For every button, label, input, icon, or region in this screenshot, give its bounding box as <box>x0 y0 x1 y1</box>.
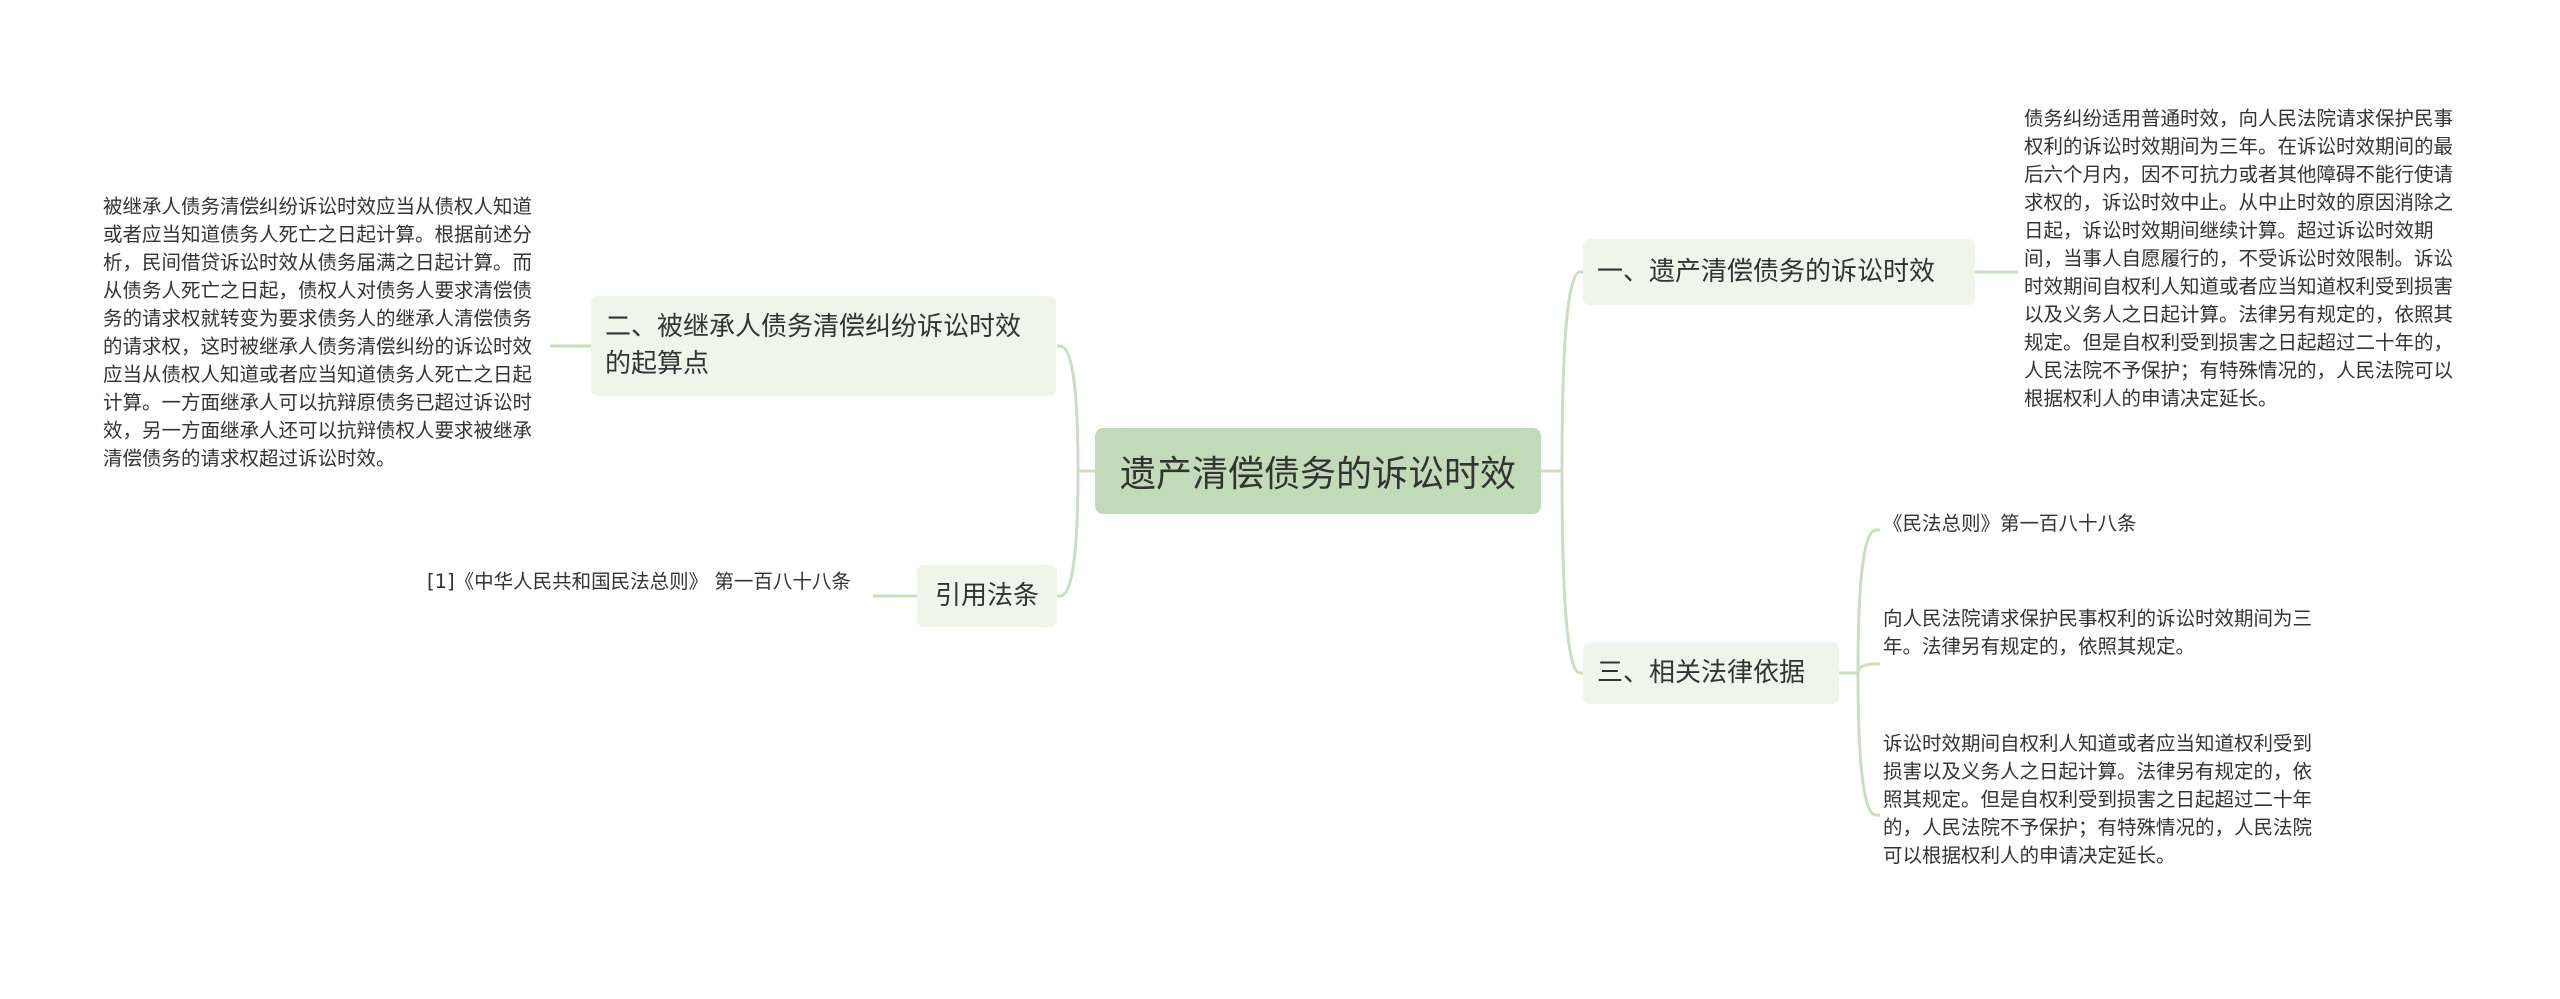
link-root-left-2 <box>1057 469 1095 598</box>
branch-left-2[interactable]: 引用法条 <box>917 565 1057 627</box>
root-node[interactable]: 遗产清偿债务的诉讼时效 <box>1095 428 1541 514</box>
branch-left-1-label: 二、被继承人债务清偿纠纷诉讼时效的起算点 <box>605 312 1022 379</box>
branch-left-2-label: 引用法条 <box>934 581 1039 611</box>
leaf-left-2-detail[interactable]: [1]《中华人民共和国民法总则》 第一百八十八条 <box>427 570 851 593</box>
link-right-2-detail-c <box>1839 671 1880 817</box>
leaf-right-1-detail[interactable]: 债务纠纷适用普通时效，向人民法院请求保护民事权利的诉讼时效期间为三年。在诉讼时效… <box>2024 107 2454 410</box>
branch-right-2-label: 三、相关法律依据 <box>1597 658 1806 688</box>
link-root-right-2 <box>1541 469 1583 675</box>
branch-left-1[interactable]: 二、被继承人债务清偿纠纷诉讼时效的起算点 <box>591 296 1056 396</box>
link-root-right-1 <box>1541 270 1583 473</box>
branch-right-2[interactable]: 三、相关法律依据 <box>1583 642 1839 704</box>
leaf-right-2-detail-a[interactable]: 《民法总则》第一百八十八条 <box>1883 512 2137 535</box>
link-root-left-1 <box>1057 344 1095 473</box>
link-right-2-detail-a <box>1839 528 1880 675</box>
branch-right-1[interactable]: 一、遗产清偿债务的诉讼时效 <box>1583 239 1975 305</box>
leaf-right-2-detail-b[interactable]: 向人民法院请求保护民事权利的诉讼时效期间为三年。法律另有规定的，依照其规定。 <box>1883 607 2313 658</box>
leaf-right-2-detail-c[interactable]: 诉讼时效期间自权利人知道或者应当知道权利受到损害以及义务人之日起计算。法律另有规… <box>1883 732 2313 867</box>
root-label: 遗产清偿债务的诉讼时效 <box>1119 454 1516 495</box>
branch-right-1-label: 一、遗产清偿债务的诉讼时效 <box>1597 257 1936 287</box>
leaf-left-1-detail[interactable]: 被继承人债务清偿纠纷诉讼时效应当从债权人知道或者应当知道债务人死亡之日起计算。根… <box>103 195 533 470</box>
